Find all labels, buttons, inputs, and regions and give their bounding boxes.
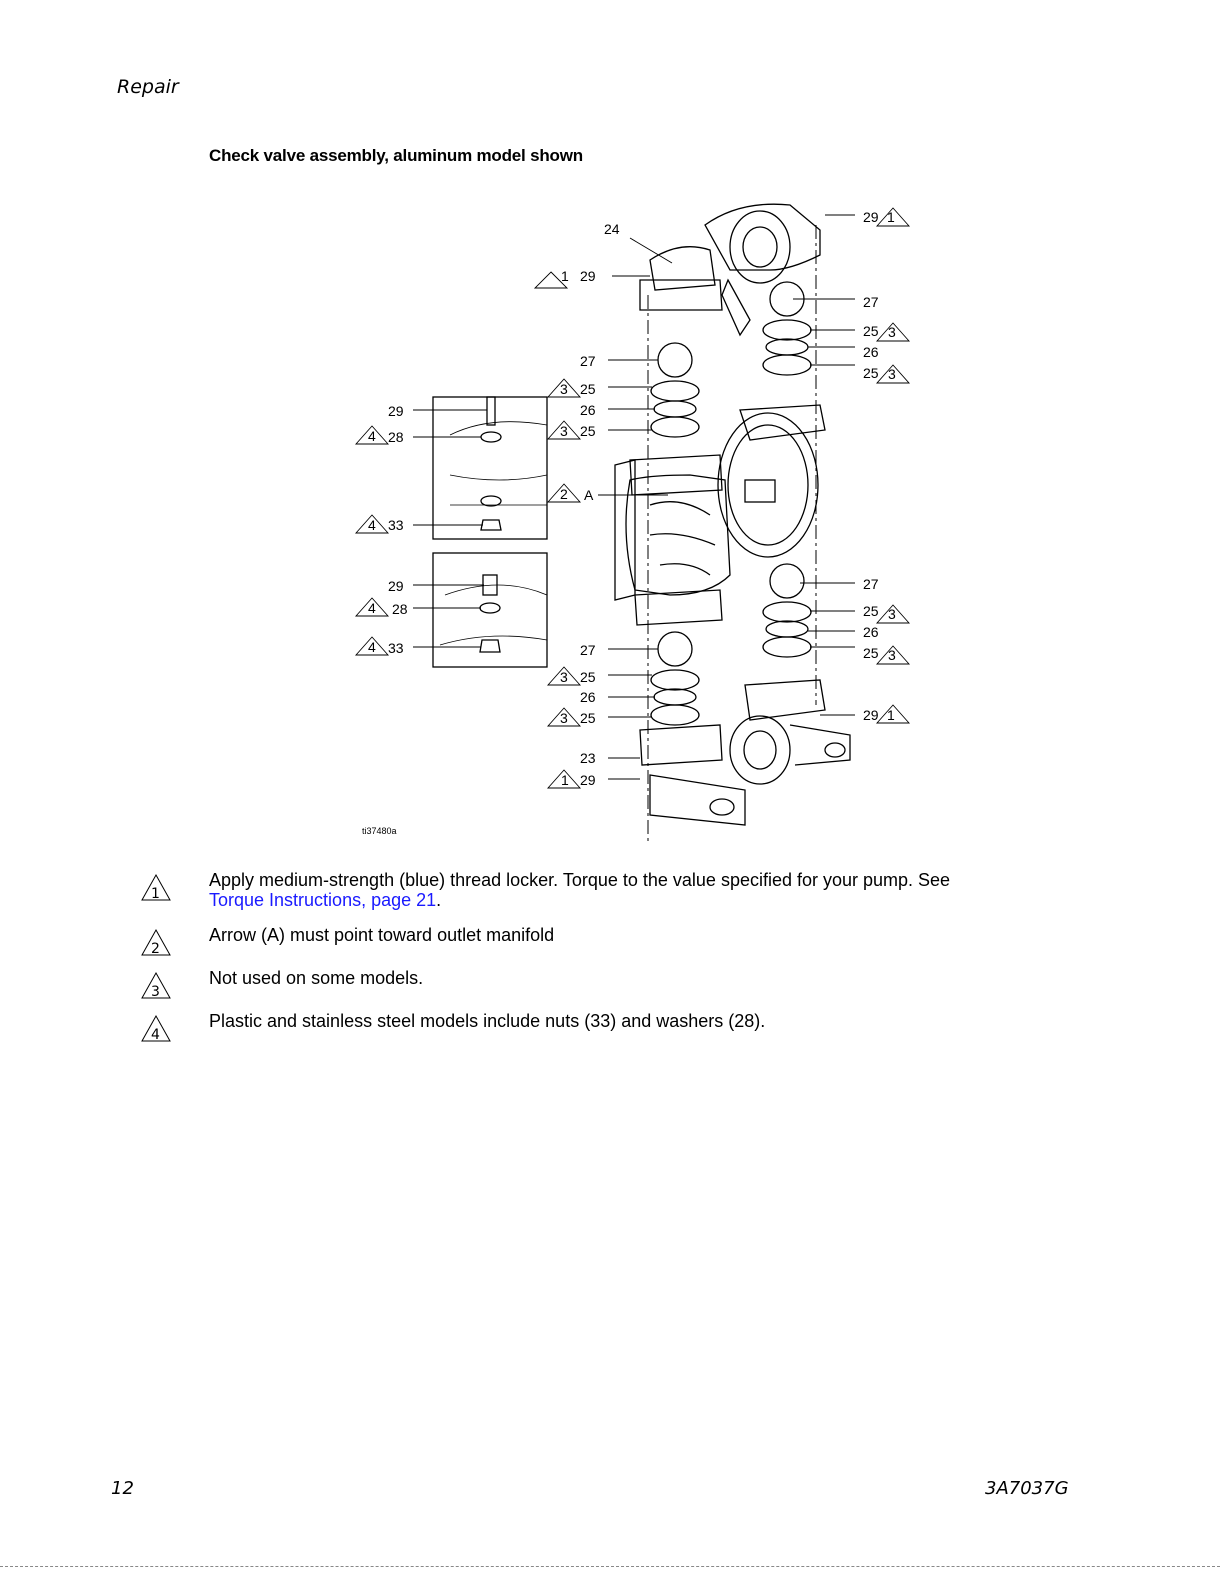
note-flag-icon: 1 (141, 873, 171, 902)
callout-29: 29 (580, 268, 596, 284)
pump-drawing (413, 203, 855, 845)
exploded-diagram: 24 29 29 27 25 26 25 27 25 26 25 A 29 28… (350, 175, 930, 845)
notes-list: 1 Apply medium-strength (blue) thread lo… (140, 870, 1090, 1054)
callout-26: 26 (580, 689, 596, 705)
note-flag: 4 (354, 636, 390, 656)
svg-text:1: 1 (561, 772, 569, 788)
svg-text:4: 4 (368, 428, 376, 444)
note-flag: 3 (875, 364, 911, 384)
callout-25: 25 (580, 423, 596, 439)
svg-text:4: 4 (368, 639, 376, 655)
note-flag: 3 (875, 645, 911, 665)
note-flag: 1 (533, 268, 569, 289)
figure-code: ti37480a (362, 826, 397, 836)
callout-26: 26 (863, 344, 879, 360)
callout-25: 25 (863, 645, 879, 661)
note-item: 3 Not used on some models. (140, 968, 1090, 1006)
callout-25: 25 (580, 381, 596, 397)
callout-26: 26 (863, 624, 879, 640)
callout-25: 25 (580, 669, 596, 685)
svg-text:3: 3 (151, 984, 160, 1000)
callout-26: 26 (580, 402, 596, 418)
note-item: 2 Arrow (A) must point toward outlet man… (140, 925, 1090, 963)
callout-25: 25 (863, 603, 879, 619)
page-bottom-rule (0, 1566, 1220, 1567)
page-number: 12 (111, 1478, 134, 1499)
note-text: Arrow (A) must point toward outlet manif… (209, 925, 555, 945)
svg-text:2: 2 (560, 486, 568, 502)
document-number: 3A7037G (985, 1478, 1069, 1499)
svg-text:1: 1 (887, 707, 895, 723)
note-text: Apply medium-strength (blue) thread lock… (209, 870, 951, 910)
callout-25: 25 (863, 323, 879, 339)
callout-29: 29 (863, 707, 879, 723)
callout-27: 27 (580, 353, 596, 369)
callout-25: 25 (580, 710, 596, 726)
section-header: Repair (117, 76, 179, 98)
svg-text:4: 4 (151, 1027, 160, 1043)
callout-27: 27 (863, 294, 879, 310)
callout-27: 27 (580, 642, 596, 658)
note-flag: 3 (546, 707, 582, 727)
svg-text:3: 3 (888, 606, 896, 622)
callout-25: 25 (863, 365, 879, 381)
callout-29: 29 (388, 403, 404, 419)
callout-33: 33 (388, 517, 404, 533)
note-item: 1 Apply medium-strength (blue) thread lo… (140, 870, 1090, 920)
note-item: 4 Plastic and stainless steel models inc… (140, 1011, 1090, 1049)
note-text: Plastic and stainless steel models inclu… (209, 1011, 766, 1031)
callout-28: 28 (392, 601, 408, 617)
svg-text:3: 3 (560, 381, 568, 397)
note-flag: 3 (875, 604, 911, 624)
callout-A: A (584, 487, 594, 503)
svg-text:3: 3 (560, 423, 568, 439)
callout-23: 23 (580, 750, 596, 766)
note-flag: 1 (875, 704, 911, 724)
note-flag: 2 (546, 483, 582, 503)
note-flag: 4 (354, 425, 390, 445)
svg-text:4: 4 (368, 600, 376, 616)
callout-24: 24 (604, 221, 620, 237)
note-flag: 4 (354, 597, 390, 617)
note-flag-icon: 4 (141, 1014, 171, 1043)
callout-28: 28 (388, 429, 404, 445)
svg-text:1: 1 (561, 268, 569, 284)
note-flag: 1 (875, 207, 911, 227)
note-flag: 3 (875, 322, 911, 342)
svg-text:3: 3 (888, 324, 896, 340)
note-flag: 3 (546, 420, 582, 440)
callout-29: 29 (863, 209, 879, 225)
note-flag-icon: 3 (141, 971, 171, 1000)
note-text: Not used on some models. (209, 968, 424, 988)
svg-text:1: 1 (151, 886, 160, 902)
svg-text:4: 4 (368, 517, 376, 533)
svg-text:3: 3 (560, 669, 568, 685)
callout-29: 29 (580, 772, 596, 788)
callout-27: 27 (863, 576, 879, 592)
svg-text:1: 1 (887, 209, 895, 225)
note-flag: 3 (546, 666, 582, 686)
callout-33: 33 (388, 640, 404, 656)
svg-text:3: 3 (888, 366, 896, 382)
svg-text:2: 2 (151, 941, 160, 957)
figure-title: Check valve assembly, aluminum model sho… (209, 146, 583, 165)
torque-instructions-link[interactable]: Torque Instructions, page 21 (209, 890, 437, 910)
svg-text:3: 3 (560, 710, 568, 726)
note-flag-icon: 2 (141, 928, 171, 957)
svg-text:3: 3 (888, 647, 896, 663)
callout-29: 29 (388, 578, 404, 594)
note-flag: 3 (546, 378, 582, 398)
note-flag: 4 (354, 514, 390, 534)
note-flag: 1 (546, 769, 582, 789)
